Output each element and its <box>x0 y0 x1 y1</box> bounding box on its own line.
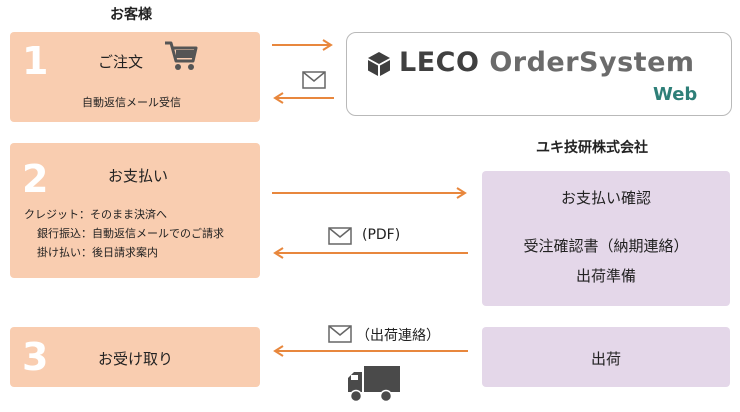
payment-detail: 自動返信メールでのご請求 <box>92 227 224 240</box>
brand-leco: LECO <box>399 47 480 78</box>
mail-icon <box>302 71 326 89</box>
shipping-prep-label: 出荷準備 <box>575 267 636 285</box>
step-3-box: 3 お受け取り <box>10 327 260 387</box>
payment-confirm-label: お支払い確認 <box>560 189 651 207</box>
arrow-order-to-system <box>272 38 334 52</box>
step-1-title: ご注文 <box>98 53 144 71</box>
truck-icon <box>346 364 402 404</box>
mail-icon <box>328 325 352 343</box>
step-1-box: 1 ご注文 自動返信メール受信 <box>10 32 260 122</box>
step-3-number: 3 <box>22 335 49 379</box>
cart-icon <box>163 37 199 73</box>
arrow-company-to-payment <box>272 246 468 260</box>
payment-method: 掛け払い： <box>37 246 92 259</box>
brand-name: LECO OrderSystem <box>399 47 695 78</box>
payment-method: 銀行振込： <box>37 227 92 240</box>
payment-detail: そのまま決済へ <box>90 208 167 221</box>
shipping-box: 出荷 <box>482 327 730 387</box>
arrow-shipping-to-receive <box>272 344 468 358</box>
payment-method: クレジット： <box>24 208 90 221</box>
payment-row-invoice: 掛け払い：後日請求案内 <box>37 244 158 260</box>
company-process-box: お支払い確認 受注確認書（納期連絡） 出荷準備 <box>482 171 730 306</box>
step-1-number: 1 <box>22 39 49 83</box>
shipping-label: 出荷 <box>590 350 621 368</box>
brand-ordersystem: OrderSystem <box>489 47 695 78</box>
arrow-payment-to-company <box>272 186 468 200</box>
customer-label: お客様 <box>110 7 152 23</box>
payment-detail: 後日請求案内 <box>92 246 158 259</box>
ship-notice-label: （出荷連絡） <box>356 328 440 344</box>
pdf-label: (PDF) <box>362 227 401 243</box>
company-label: ユキ技研株式会社 <box>536 140 648 156</box>
arrow-system-to-customer <box>272 91 334 105</box>
step-2-number: 2 <box>22 157 49 201</box>
order-confirm-label: 受注確認書（納期連絡） <box>523 237 689 255</box>
payment-row-bank: 銀行振込：自動返信メールでのご請求 <box>37 225 224 241</box>
step-3-title: お受け取り <box>98 350 174 368</box>
step-1-subtitle: 自動返信メール受信 <box>82 96 181 109</box>
step-2-title: お支払い <box>108 167 169 185</box>
step-2-box: 2 お支払い クレジット：そのまま決済へ 銀行振込：自動返信メールでのご請求 掛… <box>10 143 260 278</box>
payment-row-credit: クレジット：そのまま決済へ <box>24 206 167 222</box>
mail-icon <box>328 227 352 245</box>
brand-web: Web <box>653 84 698 105</box>
cube-logo-icon <box>365 50 393 78</box>
order-system-box: LECO OrderSystem Web <box>346 32 732 116</box>
